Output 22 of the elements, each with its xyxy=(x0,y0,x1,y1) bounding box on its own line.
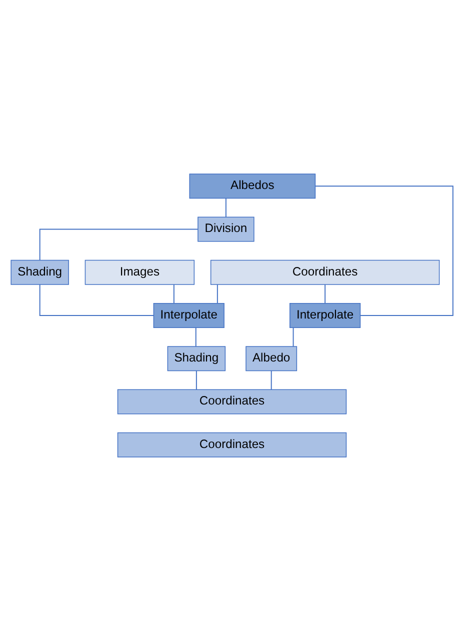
node-box: Images xyxy=(84,259,195,284)
connector xyxy=(195,326,196,346)
connector xyxy=(39,284,154,316)
node-box: Shading xyxy=(167,346,226,371)
connector xyxy=(173,284,174,304)
node-box: Albedo xyxy=(246,346,298,371)
node-box: Interpolate xyxy=(290,302,361,328)
connector xyxy=(225,197,226,218)
node-box: Division xyxy=(198,216,254,242)
connector xyxy=(292,326,294,346)
connector xyxy=(324,284,326,304)
node-box: Coordinates xyxy=(210,259,440,284)
connector xyxy=(39,228,198,260)
node-box: Coordinates xyxy=(117,388,347,414)
node-box: Shading xyxy=(10,259,69,284)
connector xyxy=(196,370,197,390)
connector xyxy=(270,370,272,390)
connector xyxy=(216,284,218,304)
node-box: Coordinates xyxy=(117,432,347,457)
node-box: Interpolate xyxy=(153,302,224,328)
node-box: Albedos xyxy=(189,173,316,198)
connector xyxy=(314,185,454,316)
